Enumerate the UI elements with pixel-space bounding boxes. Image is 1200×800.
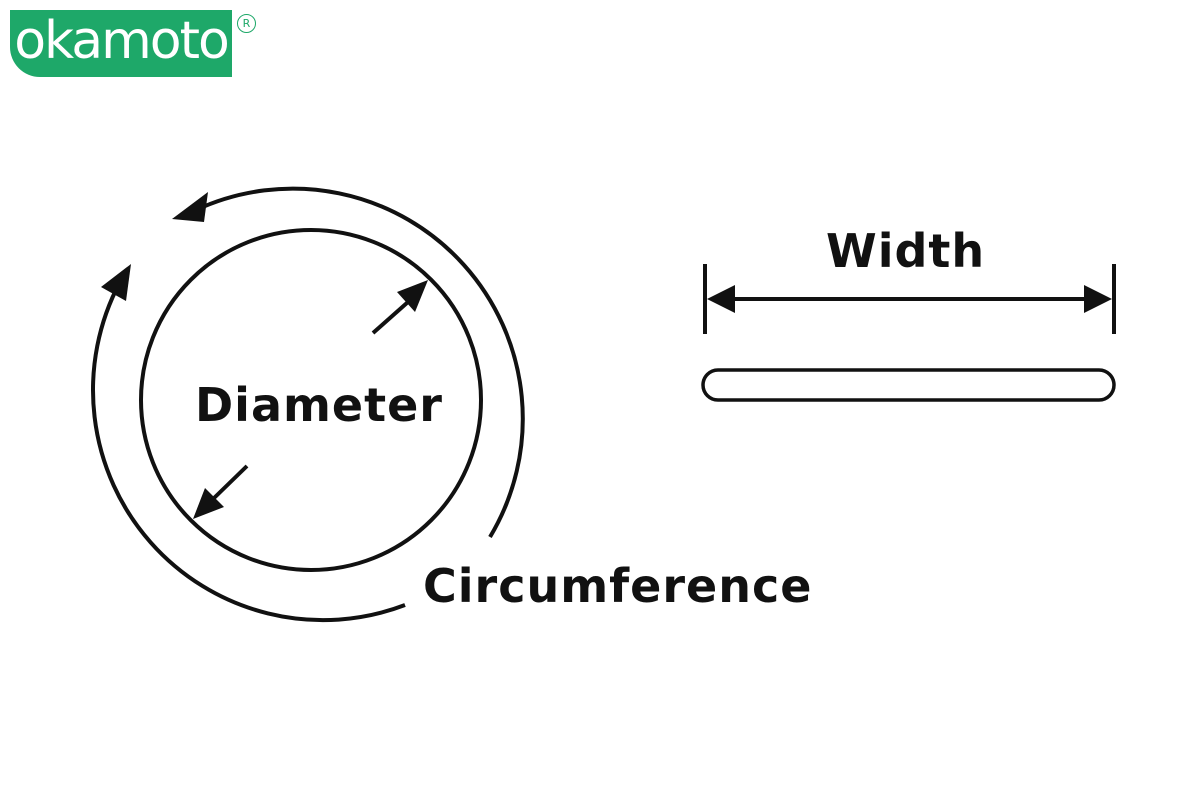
circumference-arrow-upper-icon: [172, 192, 208, 222]
inner-ring-circle: [139, 228, 483, 572]
circumference-arrow-lower-icon: [101, 264, 131, 301]
width-arrow-right-icon: [1084, 285, 1112, 313]
diameter-label: Diameter: [195, 378, 443, 432]
ring-band-profile: [701, 368, 1116, 402]
logo-text: okamoto: [14, 10, 230, 71]
circumference-arc-lower: [91, 281, 406, 623]
diameter-arrow-lower-icon: [193, 488, 224, 519]
diameter-arrow-upper-line: [371, 300, 410, 335]
diameter-arrow-lower-line: [210, 464, 249, 502]
circumference-label: Circumference: [423, 559, 813, 613]
okamoto-logo: okamoto: [10, 10, 232, 77]
circumference-arc-upper: [195, 186, 525, 539]
width-label: Width: [826, 224, 986, 278]
diameter-arrow-upper-icon: [397, 280, 428, 312]
width-arrow-left-icon: [707, 285, 735, 313]
registered-mark-icon: R: [237, 14, 256, 33]
